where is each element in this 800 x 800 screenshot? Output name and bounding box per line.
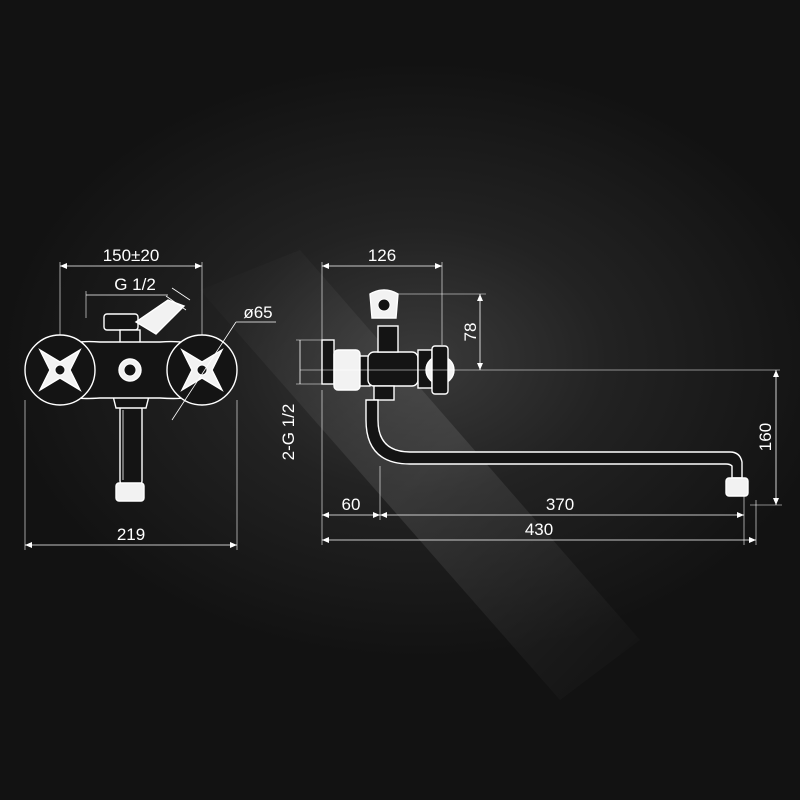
dim-inlet-thread: 2-G 1/2 — [279, 339, 322, 461]
side-view: 126 78 2-G 1/2 160 — [279, 246, 782, 545]
dim-overall-length: 430 — [322, 500, 757, 545]
light-streak — [200, 250, 640, 700]
dim-body-depth-label: 126 — [368, 246, 396, 265]
dim-spout-drop-label: 160 — [756, 423, 775, 451]
side-spout — [365, 385, 749, 497]
dim-handle-diameter: ø65 — [171, 303, 276, 421]
dim-diverter-thread-label: G 1/2 — [114, 275, 156, 294]
dim-spout-drop: 160 — [750, 370, 782, 506]
dim-handle-diameter-label: ø65 — [243, 303, 272, 322]
side-body — [367, 351, 419, 387]
dim-diverter-thread: G 1/2 — [85, 275, 168, 318]
dim-eccentric-offset-label: 60 — [342, 495, 361, 514]
front-left-handle — [24, 334, 96, 406]
front-spout — [115, 404, 145, 502]
side-diverter — [369, 289, 399, 353]
front-view: 150±20 G 1/2 ø65 219 — [24, 246, 276, 550]
front-diverter-lever — [103, 287, 191, 345]
dim-wall-center-label: 150±20 — [103, 246, 160, 265]
dim-overall-width: 219 — [24, 400, 238, 550]
dim-inlet-thread-label: 2-G 1/2 — [279, 404, 298, 461]
dim-body-depth: 126 — [321, 246, 443, 345]
dim-wall-center: 150±20 — [59, 246, 203, 335]
dim-offset-and-spout: 60 370 — [321, 390, 745, 545]
dim-spout-length-label: 370 — [546, 495, 574, 514]
front-right-handle — [166, 334, 238, 406]
dim-top-height-label: 78 — [461, 323, 480, 342]
dim-overall-width-label: 219 — [117, 525, 145, 544]
dim-top-height: 78 — [398, 293, 486, 370]
dim-overall-length-label: 430 — [525, 520, 553, 539]
